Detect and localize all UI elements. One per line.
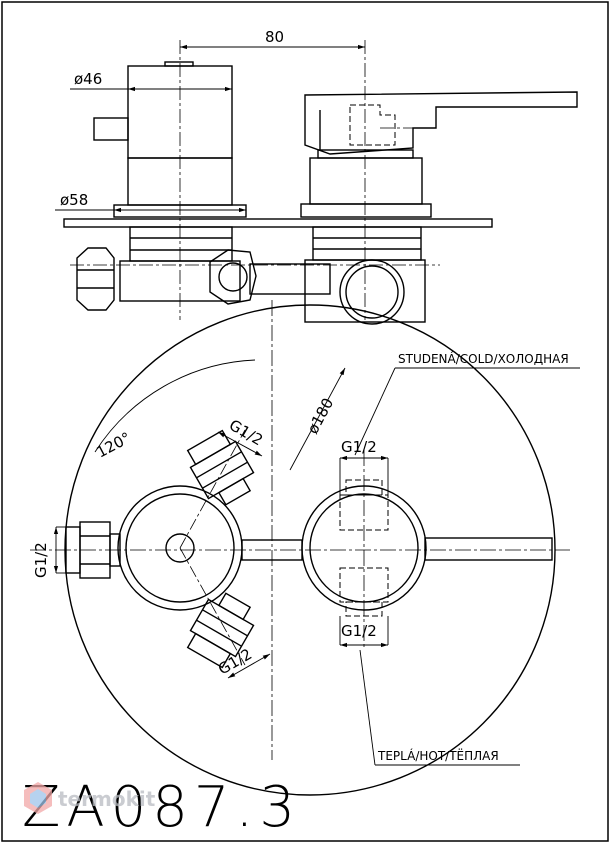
front-view	[30, 300, 570, 796]
dim-thread-bottom-right: G1/2	[341, 622, 377, 640]
dim-diameter-58: ø58	[60, 191, 88, 209]
dim-diameter-46: ø46	[74, 70, 102, 88]
front-dimensions	[53, 367, 580, 766]
side-view	[63, 40, 578, 325]
dim-thread-lower-left: G1/2	[215, 645, 255, 678]
model-code: ZA087.3	[22, 775, 301, 840]
watermark-logo: termokit	[24, 782, 156, 814]
dim-diameter-180: ø180	[304, 395, 338, 437]
dim-thread-top-right: G1/2	[341, 438, 377, 456]
dim-angle-120: 120°	[93, 429, 133, 462]
side-dimensions	[55, 44, 365, 213]
watermark-text: termokit	[58, 787, 156, 811]
label-cold: STUDENÁ/COLD/ХОЛОДНАЯ	[398, 351, 569, 366]
label-hot: TEPLÁ/HOT/ТЁПЛАЯ	[377, 748, 499, 763]
dim-thread-left: G1/2	[32, 542, 50, 578]
dim-80: 80	[265, 28, 284, 46]
dim-thread-upper-left: G1/2	[226, 416, 266, 449]
